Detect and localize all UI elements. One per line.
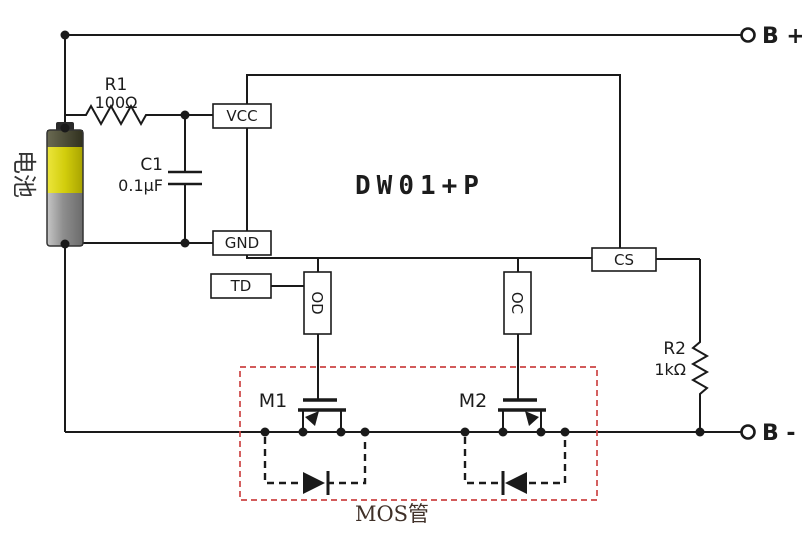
m1-label: M1 xyxy=(259,390,287,412)
junction-dots xyxy=(60,30,705,437)
junction-dot xyxy=(60,30,70,40)
junction-dot xyxy=(298,427,308,437)
terminal-bminus-label: B - xyxy=(762,421,796,446)
junction-dot xyxy=(360,427,370,437)
battery-band-gray xyxy=(47,193,83,246)
body-diode-m2 xyxy=(463,437,567,495)
junction-dot xyxy=(336,427,346,437)
junction-dot xyxy=(695,427,705,437)
junction-dot xyxy=(536,427,546,437)
m1-diode-arrow xyxy=(303,472,325,494)
junction-dot xyxy=(180,110,190,120)
r1-value-label: 100Ω xyxy=(95,93,138,112)
c1-value-label: 0.1μF xyxy=(118,176,163,195)
junction-dot xyxy=(180,238,190,248)
capacitor-c1 xyxy=(168,170,202,186)
m2-label: M2 xyxy=(459,390,487,412)
pin-boxes: VCC GND TD OD OC CS xyxy=(210,103,657,335)
mos-group-label: MOS管 xyxy=(355,502,429,526)
m1-diode-dash-left xyxy=(263,437,301,485)
junction-dot xyxy=(60,239,70,249)
pin-td: TD xyxy=(210,273,272,299)
ic-outline xyxy=(246,74,621,259)
junction-dot xyxy=(560,427,570,437)
pin-od: OD xyxy=(303,271,332,335)
pin-vcc-label: VCC xyxy=(226,107,257,125)
ic-dw01p: DW01+P xyxy=(246,74,621,259)
junction-dot xyxy=(260,427,270,437)
wires xyxy=(64,34,741,433)
r1-ref-label: R1 xyxy=(105,75,128,95)
terminal-bminus xyxy=(740,424,756,440)
ic-name-label: DW01+P xyxy=(355,171,485,201)
pin-gnd-label: GND xyxy=(225,234,259,252)
pin-td-label: TD xyxy=(230,277,252,295)
pin-gnd: GND xyxy=(212,230,272,256)
terminal-bplus xyxy=(740,27,756,43)
m1-arrow xyxy=(305,411,319,426)
junction-dot xyxy=(498,427,508,437)
battery-label: 电池 xyxy=(10,150,38,198)
junction-dot xyxy=(60,123,70,133)
m2-diode-dash-left xyxy=(463,437,501,485)
resistor-r2 xyxy=(690,259,710,432)
m1-diode-dash-right xyxy=(327,437,367,485)
pin-oc-label: OC xyxy=(508,292,526,314)
battery-symbol xyxy=(46,122,84,247)
c1-ref-label: C1 xyxy=(140,155,163,175)
mosfet-m2 xyxy=(498,398,546,432)
terminal-bplus-label: B + xyxy=(762,24,802,49)
mosfet-m1 xyxy=(298,398,346,432)
m2-diode-dash-right xyxy=(529,437,567,485)
m2-diode-arrow xyxy=(505,472,527,494)
component-labels: R1 100Ω C1 0.1μF R2 1kΩ M1 M2 MOS管 xyxy=(95,75,686,526)
pin-oc: OC xyxy=(503,271,532,335)
pin-od-label: OD xyxy=(308,291,326,314)
pin-vcc: VCC xyxy=(212,103,272,129)
battery-band-yellow xyxy=(47,147,83,193)
m2-arrow xyxy=(525,411,539,426)
junction-dot xyxy=(460,427,470,437)
terminals: B + B - xyxy=(740,24,802,446)
body-diode-m1 xyxy=(263,437,367,495)
pin-cs-label: CS xyxy=(614,251,634,269)
r2-ref-label: R2 xyxy=(663,339,686,359)
pin-cs: CS xyxy=(591,247,657,272)
r2-value-label: 1kΩ xyxy=(654,360,686,379)
mos-group-box xyxy=(239,366,598,501)
resistor-r1 xyxy=(65,103,213,127)
battery-band-dark xyxy=(47,130,83,147)
